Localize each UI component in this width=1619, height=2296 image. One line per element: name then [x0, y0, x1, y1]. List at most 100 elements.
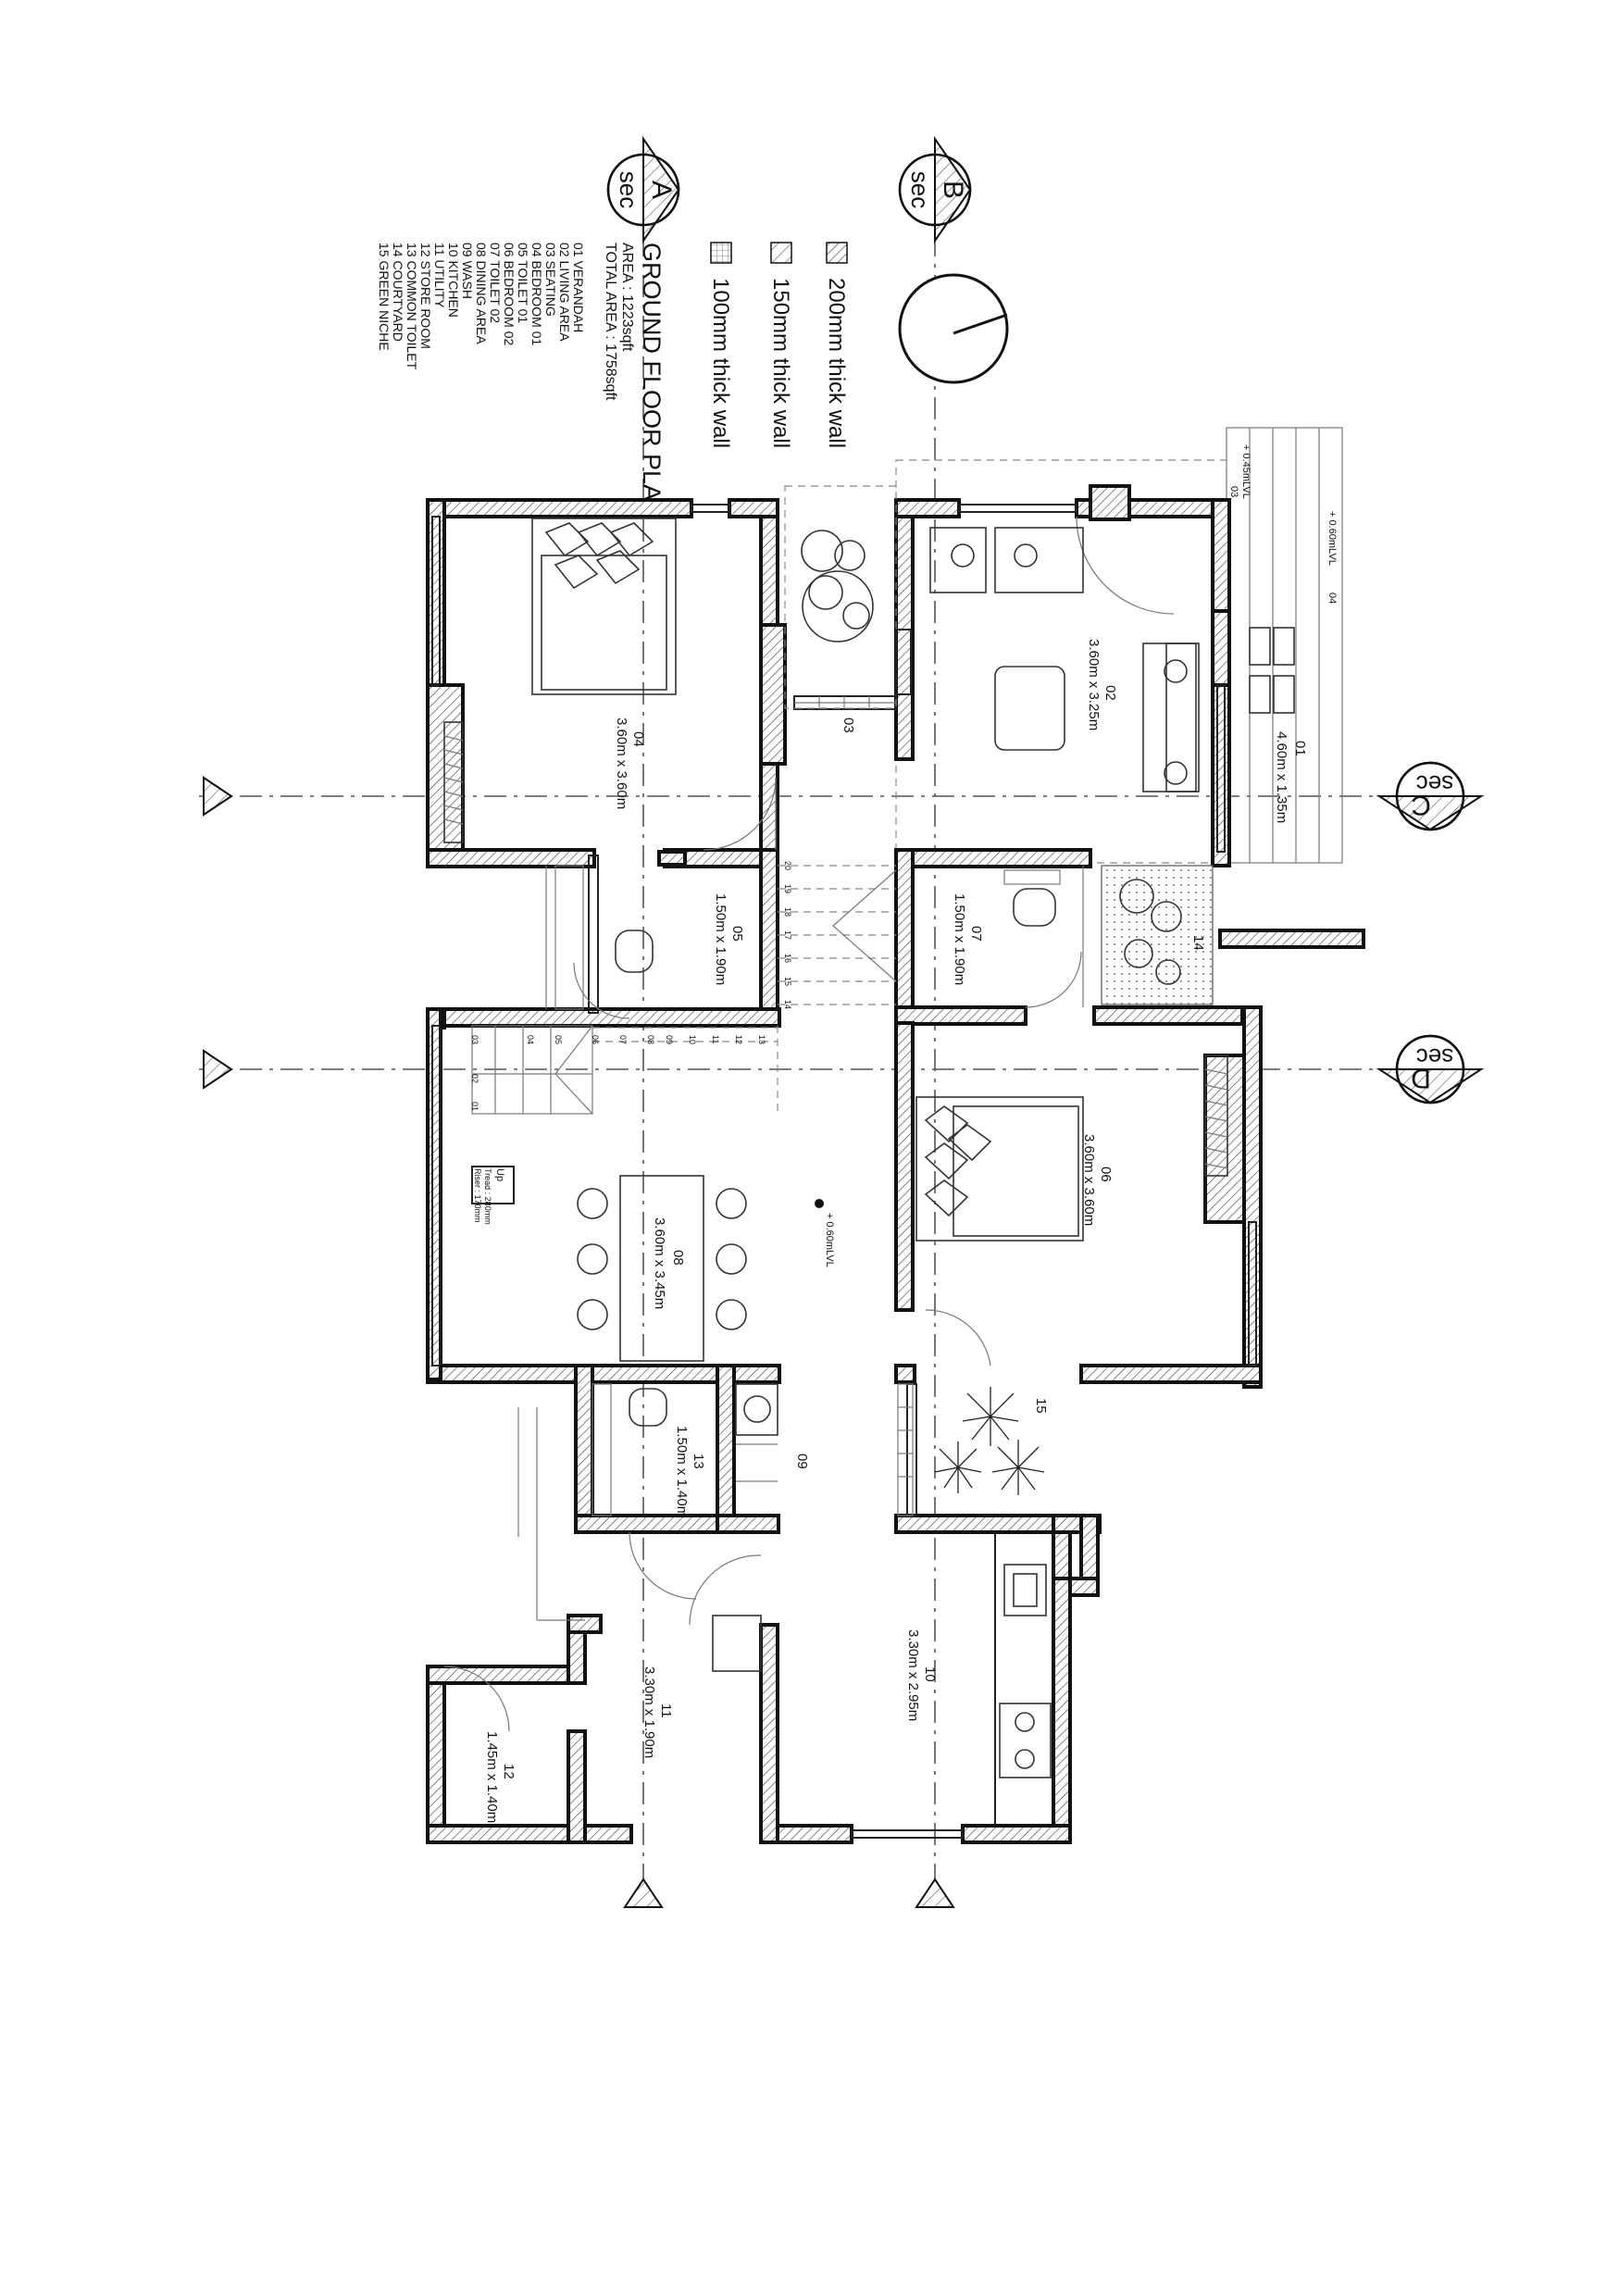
toilet-02-fixtures: [1003, 866, 1084, 1007]
svg-text:10 KITCHEN: 10 KITCHEN: [446, 243, 461, 318]
svg-text:04: 04: [630, 731, 646, 747]
green-niche: 15: [897, 1383, 1049, 1516]
svg-text:Riser : 170mm: Riser : 170mm: [473, 1168, 482, 1223]
svg-text:01 VERANDAH: 01 VERANDAH: [571, 243, 586, 332]
utility-fixtures: [517, 1407, 762, 1672]
svg-text:sec: sec: [615, 171, 642, 208]
svg-text:15: 15: [783, 977, 792, 986]
bed-icon-bedroom-02: [915, 1096, 1084, 1242]
section-marker-b: B sec: [898, 135, 972, 244]
svg-text:20: 20: [783, 861, 792, 870]
svg-text:13: 13: [691, 1454, 706, 1469]
plant-icon: [934, 1387, 1045, 1495]
svg-text:13 COMMON TOILET: 13 COMMON TOILET: [405, 243, 419, 370]
sofa-icon-living: [929, 527, 1200, 792]
svg-text:D: D: [1411, 1063, 1431, 1093]
section-marker-d: D sec: [1376, 1034, 1485, 1104]
svg-text:10: 10: [922, 1666, 938, 1682]
svg-text:02 LIVING AREA: 02 LIVING AREA: [557, 243, 572, 342]
svg-text:02: 02: [470, 1074, 479, 1083]
legend-swatch-150mm: [770, 242, 792, 264]
door-swings: [443, 516, 1175, 1732]
svg-text:12: 12: [501, 1764, 517, 1779]
svg-text:1.50m x 1.40m: 1.50m x 1.40m: [674, 1426, 690, 1517]
tree-icon: [801, 530, 874, 643]
svg-text:3.60m x 3.60m: 3.60m x 3.60m: [614, 718, 629, 809]
section-arrow-a-bottom: [623, 1878, 664, 1908]
svg-text:1.50m x 1.90m: 1.50m x 1.90m: [713, 893, 729, 985]
section-arrow-d-left: [203, 1049, 233, 1090]
level-marker-dining: + 0.60mLVL: [815, 1199, 835, 1267]
svg-text:12: 12: [734, 1035, 743, 1044]
title-block: GROUND FLOOR PLAN AREA : 1223sqft TOTAL …: [377, 243, 666, 519]
svg-text:09 WASH: 09 WASH: [460, 243, 475, 299]
svg-text:100mm thick wall: 100mm thick wall: [708, 278, 733, 448]
legend-swatch-200mm: [826, 242, 848, 264]
svg-text:3.30m x 2.95m: 3.30m x 2.95m: [905, 1629, 921, 1721]
seating-area: 03: [784, 485, 912, 733]
svg-text:06: 06: [591, 1035, 600, 1044]
svg-text:04 BEDROOM 01: 04 BEDROOM 01: [529, 243, 544, 345]
svg-text:200mm thick wall: 200mm thick wall: [824, 278, 849, 448]
section-arrow-c-left: [203, 776, 233, 817]
svg-text:03: 03: [1228, 486, 1239, 497]
windows: [431, 504, 1257, 1839]
svg-text:16: 16: [783, 954, 792, 963]
svg-text:3.30m x 1.90m: 3.30m x 1.90m: [641, 1666, 657, 1758]
svg-text:03: 03: [470, 1035, 479, 1044]
svg-text:Up: Up: [494, 1168, 505, 1181]
svg-text:07: 07: [968, 926, 984, 942]
svg-text:17: 17: [783, 930, 792, 940]
svg-text:4.60m x 1.35m: 4.60m x 1.35m: [1274, 731, 1289, 823]
svg-text:3.60m x 3.45m: 3.60m x 3.45m: [652, 1217, 667, 1309]
svg-text:11 UTILITY: 11 UTILITY: [432, 243, 447, 308]
section-marker-c: C sec: [1376, 761, 1485, 831]
svg-text:19: 19: [783, 884, 792, 893]
section-arrow-b-bottom: [915, 1878, 955, 1908]
north-arrow-icon: [898, 273, 1009, 384]
room-schedule: 01 VERANDAH 02 LIVING AREA 03 SEATING 04…: [377, 243, 586, 370]
kitchen-counter: [994, 1532, 1052, 1826]
wall-legend: 200mm thick wall 150mm thick wall 100mm …: [708, 242, 849, 448]
svg-text:18: 18: [783, 907, 792, 917]
svg-text:+ 0.60mLVL: + 0.60mLVL: [1326, 511, 1338, 566]
svg-text:14: 14: [1190, 935, 1206, 951]
legend-swatch-100mm: [710, 242, 732, 264]
svg-text:150mm thick wall: 150mm thick wall: [768, 278, 793, 448]
section-lines: [199, 153, 1421, 1907]
svg-text:05: 05: [554, 1035, 563, 1044]
svg-text:05: 05: [729, 926, 745, 942]
svg-text:15: 15: [1033, 1398, 1049, 1414]
svg-text:14 COURTYARD: 14 COURTYARD: [391, 243, 405, 342]
svg-text:03: 03: [841, 718, 856, 733]
svg-text:02: 02: [1102, 685, 1118, 701]
section-marker-a: A sec: [606, 135, 680, 244]
svg-text:C: C: [1411, 790, 1431, 820]
svg-text:13: 13: [757, 1035, 766, 1044]
svg-text:3.60m x 3.60m: 3.60m x 3.60m: [1081, 1134, 1097, 1226]
svg-text:1.45m x 1.40m: 1.45m x 1.40m: [484, 1731, 500, 1823]
svg-text:01: 01: [470, 1102, 479, 1111]
svg-text:sec: sec: [1416, 1043, 1453, 1071]
courtyard: 14: [1101, 865, 1214, 1005]
svg-text:12 STORE ROOM: 12 STORE ROOM: [418, 243, 433, 349]
dining-table-icon: [577, 1175, 747, 1362]
svg-text:+ 0.60mLVL: + 0.60mLVL: [824, 1213, 835, 1267]
toilet-01-fixtures: [545, 865, 654, 1010]
svg-text:07: 07: [618, 1035, 628, 1044]
bed-icon-bedroom-01: [531, 518, 677, 695]
svg-text:A: A: [646, 181, 677, 199]
svg-text:04: 04: [526, 1035, 535, 1044]
common-toilet-fixtures: [592, 1383, 778, 1516]
svg-text:AREA : 1223sqft: AREA : 1223sqft: [619, 243, 635, 352]
stove-icon: [999, 1703, 1052, 1778]
svg-text:09: 09: [665, 1035, 674, 1044]
svg-text:06 BEDROOM 02: 06 BEDROOM 02: [502, 243, 517, 345]
svg-text:08: 08: [646, 1035, 655, 1044]
walls: [426, 484, 1365, 1844]
svg-text:1.50m x 1.90m: 1.50m x 1.90m: [952, 893, 967, 985]
svg-text:07 TOILET 02: 07 TOILET 02: [488, 243, 503, 323]
svg-text:06: 06: [1098, 1167, 1114, 1182]
svg-text:11: 11: [711, 1035, 720, 1043]
